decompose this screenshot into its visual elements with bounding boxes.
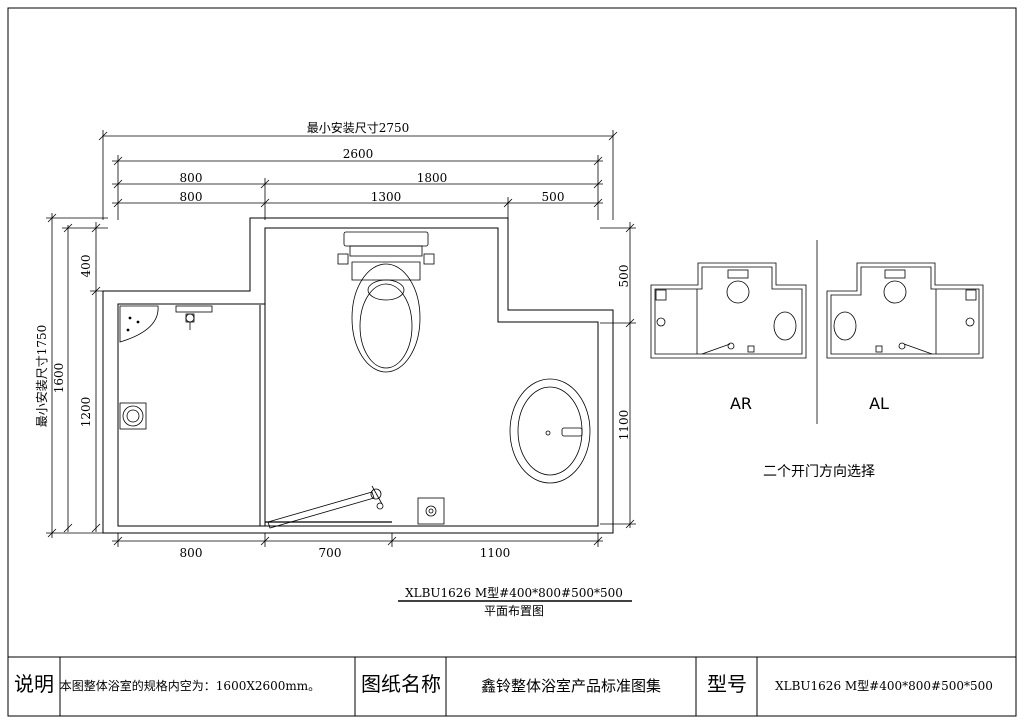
dim-left-top: 400 [79, 255, 93, 278]
washbasin [509, 378, 591, 484]
dim-seg-left: 800 [180, 190, 203, 204]
dim-bottom-right: 1100 [480, 546, 511, 560]
bathroom-walls [102, 217, 614, 534]
right-dimensions [600, 222, 636, 529]
drawing-name: 鑫铃整体浴室产品标准图集 [481, 677, 661, 695]
left-dimensions [46, 213, 108, 538]
dim-min-install-width: 最小安装尺寸2750 [307, 120, 410, 135]
drawing-name-label: 图纸名称 [361, 672, 441, 696]
dim-left-min-install: 最小安装尺寸1750 [34, 325, 49, 428]
dim-bottom-mid: 700 [319, 546, 342, 560]
variant-ar-plan [650, 262, 807, 359]
dim-seg-right: 500 [542, 190, 565, 204]
title-block [59, 657, 758, 716]
drawing-title: XLBU1626 M型#400*800#500*500 [405, 586, 623, 600]
shower-corner-shelf [119, 305, 159, 343]
toilet [337, 231, 435, 373]
variant-al-label: AL [869, 394, 889, 413]
variant-caption: 二个开门方向选择 [763, 464, 875, 480]
shower-floor-drain [119, 402, 147, 430]
variant-ar-label: AR [730, 394, 752, 413]
top-dimensions [98, 130, 618, 220]
dim-total-width: 2600 [343, 147, 374, 161]
main-floor-drain [417, 497, 445, 525]
bottom-dimensions [112, 533, 603, 547]
desc-text: 本图整体浴室的规格内空为：1600X2600mm。 [60, 678, 320, 693]
dim-seg-mid: 1300 [371, 190, 402, 204]
model-value: XLBU1626 M型#400*800#500*500 [775, 679, 993, 693]
desc-label: 说明 [14, 672, 54, 696]
dim-right-main: 1100 [617, 410, 631, 441]
sheet-border [7, 7, 1017, 717]
variant-al-plan [826, 262, 984, 359]
model-label: 型号 [707, 672, 747, 696]
dim-left-main: 1200 [79, 397, 93, 428]
shower-mixer [175, 305, 213, 330]
dim-top-right-width: 1800 [417, 171, 448, 185]
dim-top-left-width: 800 [180, 171, 203, 185]
dim-right-top: 500 [617, 265, 631, 288]
sliding-door [267, 485, 384, 529]
dim-bottom-left: 800 [180, 546, 203, 560]
drawing-subtitle: 平面布置图 [484, 604, 544, 618]
dim-left-total: 1600 [52, 363, 66, 394]
